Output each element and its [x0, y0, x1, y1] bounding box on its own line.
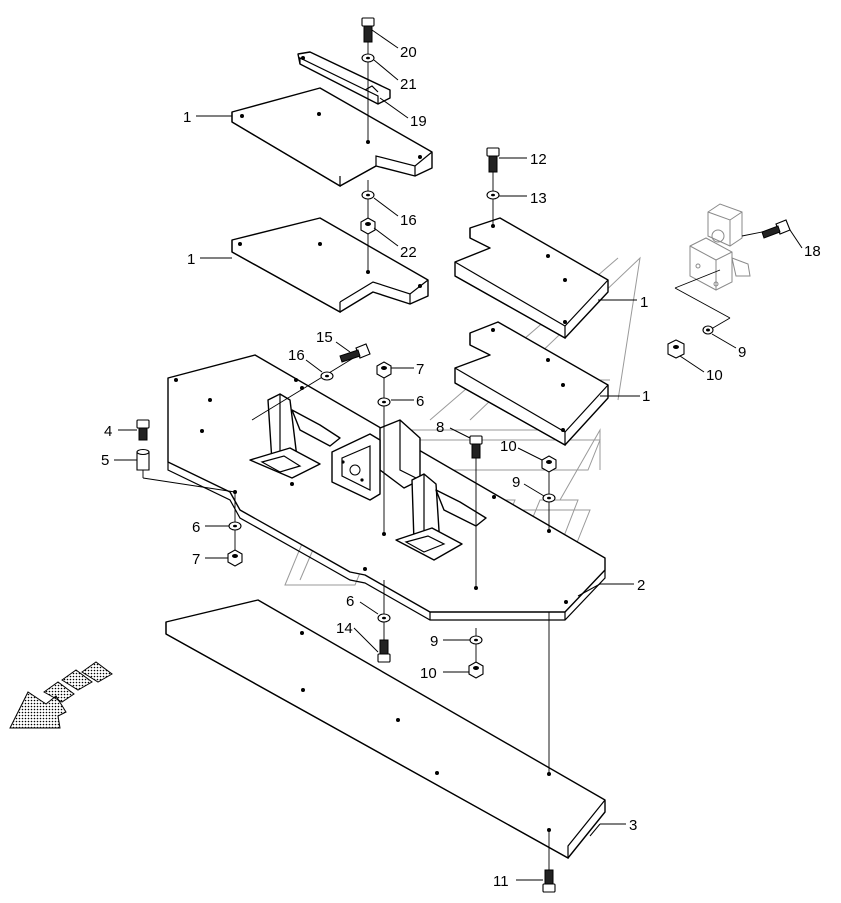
callout-20: 20 [400, 44, 417, 61]
forward-direction-arrow-icon [9, 661, 113, 729]
callout-7-left: 7 [192, 551, 200, 568]
callout-7-top: 7 [416, 361, 424, 378]
callout-4: 4 [104, 423, 112, 440]
washer-6b [228, 521, 242, 531]
bolt-14 [377, 639, 391, 663]
bolt-12 [486, 147, 500, 173]
callout-15: 15 [316, 329, 333, 346]
callout-22: 22 [400, 244, 417, 261]
bolt-8 [469, 435, 483, 459]
right-upper-plate-1 [454, 217, 609, 340]
right-mounting-bracket [395, 473, 487, 561]
callout-14: 14 [336, 620, 353, 637]
left-mounting-bracket [249, 393, 341, 479]
callout-6-left: 6 [192, 519, 200, 536]
washer-9b [542, 493, 556, 503]
washer-16b [320, 371, 334, 381]
callout-3: 3 [629, 817, 637, 834]
callout-10-mid: 10 [500, 438, 517, 455]
center-mounting-bracket [331, 419, 421, 501]
callout-8: 8 [436, 419, 444, 436]
bolt-18 [761, 219, 791, 239]
right-lower-plate-1 [454, 321, 609, 447]
bolt-20 [361, 17, 375, 43]
callout-labels: 20 21 19 1 16 22 1 12 13 18 1 9 10 15 16… [101, 44, 821, 890]
washer-9c [469, 635, 483, 645]
washer-6a [377, 397, 391, 407]
second-cover-plate-1 [231, 217, 429, 314]
nut-7b [227, 549, 243, 567]
callout-5: 5 [101, 452, 109, 469]
valve-assembly [689, 203, 751, 291]
callout-12: 12 [530, 151, 547, 168]
bolt-11 [542, 869, 556, 893]
callout-21: 21 [400, 76, 417, 93]
callout-9-right: 9 [738, 344, 746, 361]
leader-lines [114, 29, 803, 881]
nut-10c [468, 661, 484, 679]
bolt-15 [339, 343, 371, 363]
nut-22 [360, 217, 376, 235]
washer-9a [702, 325, 714, 335]
nut-10b [541, 455, 557, 473]
callout-1-right-upper: 1 [640, 294, 648, 311]
upper-cover-plate-1 [231, 87, 433, 188]
callout-10-bottom: 10 [420, 665, 437, 682]
washer-21 [361, 53, 375, 63]
callout-18: 18 [804, 243, 821, 260]
callout-6-bottom: 6 [346, 593, 354, 610]
callout-9-mid: 9 [512, 474, 520, 491]
callout-1-upper: 1 [183, 109, 191, 126]
washer-16a [361, 190, 375, 200]
callout-13: 13 [530, 190, 547, 207]
skid-plate-3 [165, 599, 606, 860]
bolt-4 [136, 419, 150, 441]
nut-7a [376, 361, 392, 379]
hardware [136, 17, 791, 893]
callout-6-top: 6 [416, 393, 424, 410]
callout-11: 11 [493, 873, 509, 890]
callout-16-top: 16 [400, 212, 417, 229]
nut-10a [667, 339, 685, 359]
callout-10-right: 10 [706, 367, 723, 384]
callout-9-bottom: 9 [430, 633, 438, 650]
handle-bracket-19 [297, 51, 391, 105]
callout-16-mid: 16 [288, 347, 305, 364]
washer-6c [377, 613, 391, 623]
spacer-5 [136, 448, 150, 471]
washer-13 [486, 190, 500, 200]
callout-1-right-lower: 1 [642, 388, 650, 405]
callout-19: 19 [410, 113, 427, 130]
callout-1-second: 1 [187, 251, 195, 268]
callout-2: 2 [637, 577, 645, 594]
